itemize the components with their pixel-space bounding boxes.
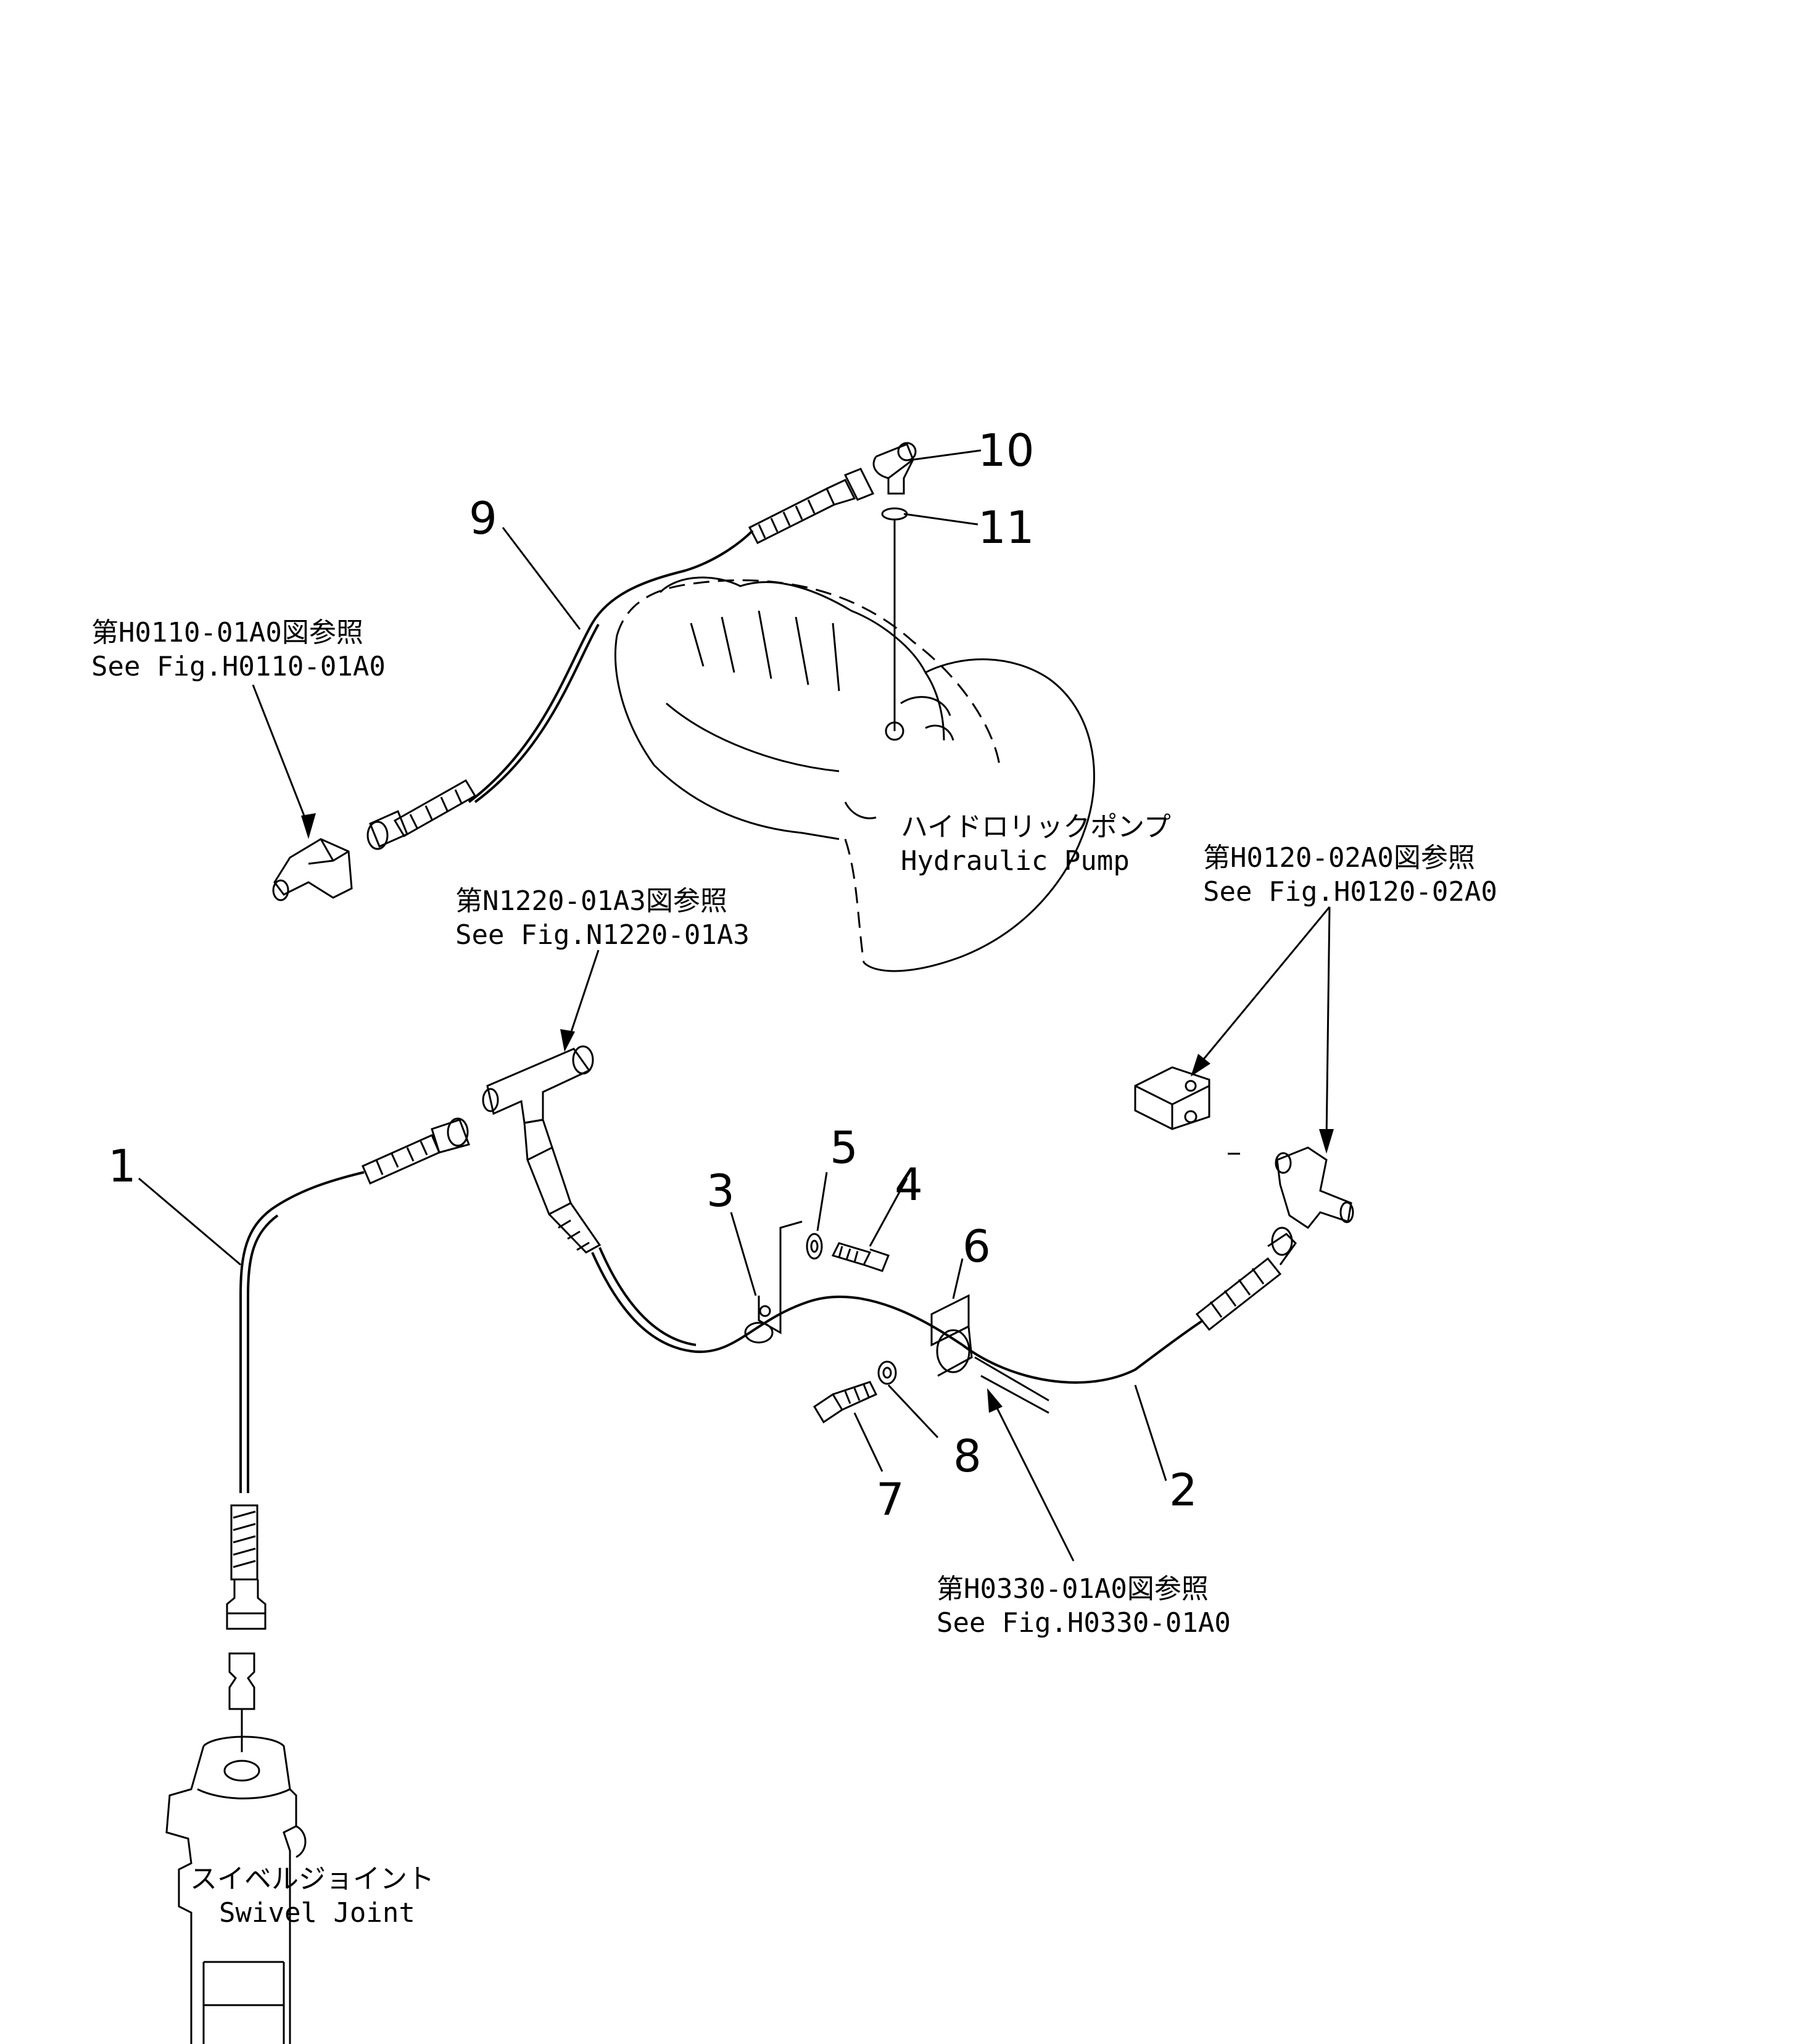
ref-h0120-en: See Fig.H0120-02A0 [1203, 876, 1497, 908]
block-h0120 [1134, 1066, 1210, 1130]
clamp-3 [744, 1220, 803, 1344]
swivel-label-en: Swivel Joint [219, 1897, 415, 1929]
ref-label-h0120: 第H0120-02A0図参照 See Fig.H0120-02A0 [1203, 842, 1497, 908]
washer-5 [806, 1233, 823, 1260]
bolt-4 [831, 1242, 890, 1272]
callout-3: 3 [706, 1165, 735, 1217]
callout-11: 11 [978, 502, 1035, 553]
callout-5: 5 [830, 1122, 858, 1173]
leader-lines [138, 449, 1334, 1562]
pump-label: ハイドロリックポンプ Hydraulic Pump [901, 811, 1171, 877]
callout-numbers: 1 2 3 4 5 6 7 8 9 10 11 [108, 424, 1197, 1525]
bolt-7 [813, 1381, 878, 1424]
hose-2 [523, 1119, 1297, 1384]
elbow-10 [872, 442, 917, 495]
callout-7: 7 [876, 1473, 904, 1525]
pump-label-en: Hydraulic Pump [901, 845, 1130, 877]
tee-fitting-n1220 [482, 1045, 594, 1124]
ref-h0330-en: See Fig.H0330-01A0 [937, 1607, 1231, 1639]
callout-8: 8 [953, 1430, 982, 1482]
callout-4: 4 [895, 1159, 923, 1210]
callout-6: 6 [962, 1220, 991, 1272]
clamp-6 [930, 1294, 1049, 1414]
ref-label-h0110: 第H0110-01A0図参照 See Fig.H0110-01A0 [91, 617, 386, 682]
ref-n1220-jp: 第N1220-01A3図参照 [455, 885, 727, 917]
swivel-joint-drawing [165, 1736, 307, 2044]
ref-h0110-en: See Fig.H0110-01A0 [91, 651, 386, 682]
swivel-label-jp: スイベルジョイント [190, 1863, 434, 1895]
hydraulic-pump-drawing [614, 576, 1095, 972]
callout-1: 1 [108, 1140, 136, 1192]
swivel-label: スイベルジョイント Swivel Joint [190, 1863, 434, 1929]
washer-8 [877, 1360, 897, 1385]
callout-9: 9 [469, 492, 497, 544]
swivel-nipple [228, 1652, 255, 1752]
fitting-h0110 [272, 838, 353, 901]
hose-9 [366, 468, 875, 850]
ref-h0120-jp: 第H0120-02A0図参照 [1203, 842, 1475, 874]
pump-label-jp: ハイドロリックポンプ [901, 811, 1171, 843]
tee-fitting-h0120 [1275, 1146, 1354, 1230]
callout-2: 2 [1169, 1464, 1197, 1516]
callout-10: 10 [978, 424, 1035, 476]
ref-h0330-jp: 第H0330-01A0図参照 [937, 1573, 1209, 1605]
hose-1 [226, 1117, 470, 1630]
ref-label-h0330: 第H0330-01A0図参照 See Fig.H0330-01A0 [937, 1573, 1231, 1639]
ref-label-n1220: 第N1220-01A3図参照 See Fig.N1220-01A3 [455, 885, 750, 951]
ref-h0110-jp: 第H0110-01A0図参照 [91, 617, 363, 648]
ref-n1220-en: See Fig.N1220-01A3 [455, 919, 750, 951]
